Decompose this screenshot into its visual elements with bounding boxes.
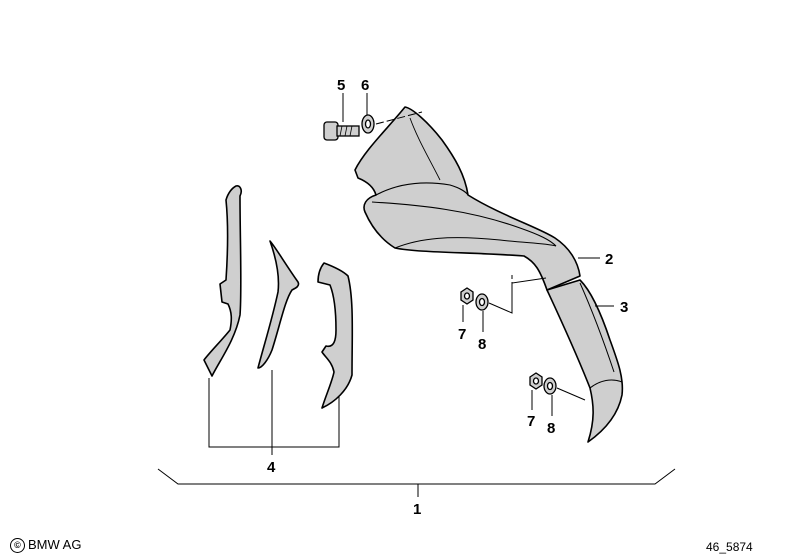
callout-3: 3: [620, 299, 628, 316]
trim-strip-4a: [203, 185, 243, 377]
callout-2: 2: [605, 251, 613, 268]
copyright-icon: ©: [10, 538, 25, 553]
screw-part-5: [323, 121, 360, 141]
callout-7-lower: 7: [527, 413, 535, 430]
copyright-text: BMW AG: [28, 537, 82, 552]
callout-5: 5: [337, 77, 345, 94]
washer-part-8-upper: [475, 293, 489, 311]
washer-part-8-lower: [543, 377, 557, 395]
nut-part-7-upper: [460, 287, 474, 305]
trim-strip-4c: [317, 262, 354, 409]
callout-6: 6: [361, 77, 369, 94]
assembly-line-lower: [556, 387, 586, 401]
assembly-line-upper: [488, 277, 547, 314]
callout-7-upper: 7: [458, 326, 466, 343]
drawing-number: 46_5874: [706, 540, 753, 554]
trim-strip-4b: [257, 240, 300, 369]
leader-lines: [157, 93, 676, 497]
nut-part-7-lower: [529, 372, 543, 390]
fairing-part-2: [354, 106, 581, 291]
callout-1: 1: [413, 501, 421, 518]
callout-8-upper: 8: [478, 336, 486, 353]
copyright-notice: ©BMW AG: [10, 537, 81, 553]
callout-4: 4: [267, 459, 276, 476]
washer-part-6: [361, 114, 375, 134]
lower-deflector-part-3: [546, 279, 624, 443]
assembly-line-5-6: [375, 111, 423, 125]
callout-8-lower: 8: [547, 420, 555, 437]
